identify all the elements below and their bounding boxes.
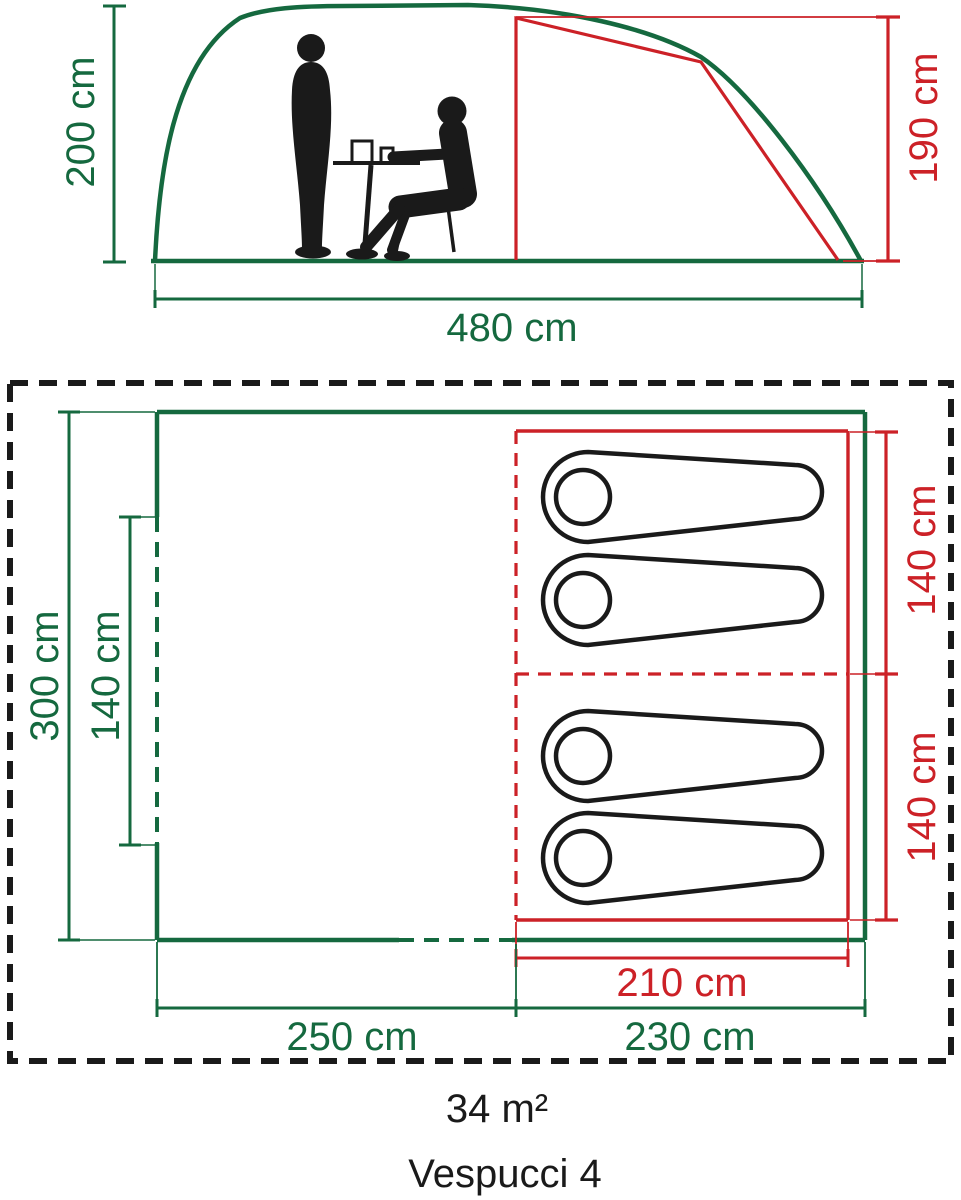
area-label: 34 m² [446, 1087, 548, 1131]
inner-tent-profile [514, 15, 840, 261]
standing-person-icon [291, 34, 332, 259]
dim-bottom-widths: 250 cm 230 cm [155, 942, 867, 1059]
dim-outer-height: 200 cm [59, 4, 126, 264]
sleeping-bag-icon [543, 711, 822, 801]
pitch-area-dashed-border [7, 380, 954, 1064]
tent-footprint [154, 409, 868, 943]
dim-bedroom-sections: 140 cm 140 cm [850, 430, 944, 922]
dim-door-width: 140 cm [84, 515, 156, 847]
dim-depth: 300 cm [23, 410, 155, 942]
sleeping-bag-icon [543, 452, 822, 542]
seated-person-icon [346, 96, 477, 261]
total-length-label: 480 cm [446, 306, 577, 350]
bedroom-section-bottom-label: 140 cm [900, 731, 944, 862]
carton-icon [350, 139, 374, 165]
model-name: Vespucci 4 [408, 1152, 601, 1196]
door-width-label: 140 cm [84, 610, 128, 741]
sleeping-bag-icon [543, 555, 822, 645]
outer-height-label: 200 cm [59, 56, 103, 187]
tent-profile [152, 2, 863, 263]
dim-inner-height: 190 cm [516, 15, 946, 263]
dim-total-length: 480 cm [153, 264, 864, 350]
bedroom-section-top-label: 140 cm [900, 484, 944, 615]
sleeping-bag-icon [543, 813, 822, 903]
bedroom-outline [514, 429, 850, 922]
dim-bedroom-inner-width: 210 cm [514, 922, 850, 1005]
living-area-width-label: 250 cm [286, 1015, 417, 1059]
bedroom-inner-width-label: 210 cm [616, 961, 747, 1005]
floor-plan: 140 cm 140 cm 300 cm 140 cm [7, 380, 954, 1064]
depth-label: 300 cm [23, 610, 67, 741]
inner-height-label: 190 cm [902, 52, 946, 183]
side-view: 200 cm 190 cm 480 cm [59, 2, 946, 350]
bedroom-width-label: 230 cm [624, 1015, 755, 1059]
footer: 34 m² Vespucci 4 [408, 1087, 601, 1196]
